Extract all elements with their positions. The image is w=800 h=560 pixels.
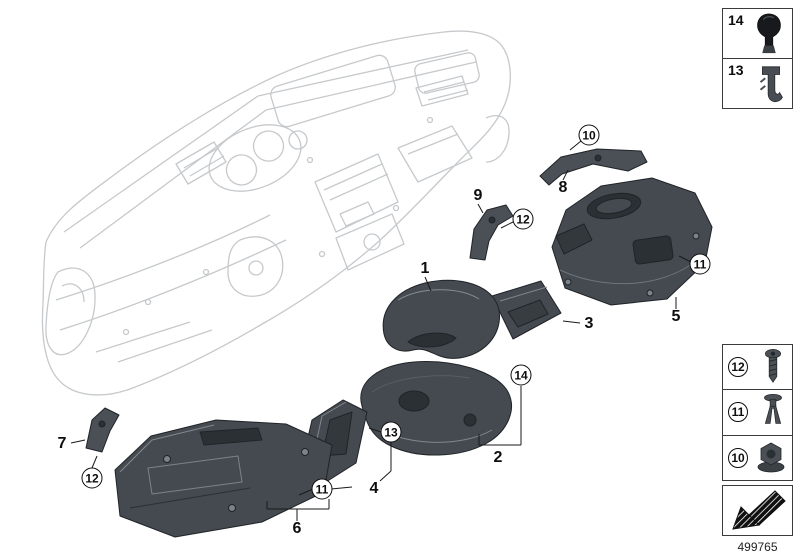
callout-14[interactable]: 14	[510, 364, 532, 386]
part-9-bracket[interactable]	[469, 204, 514, 261]
callout-5[interactable]: 5	[671, 308, 681, 325]
part-2-lower-column-shroud[interactable]	[360, 361, 512, 456]
part-3-trim-panel[interactable]	[491, 280, 562, 340]
callout-4[interactable]: 4	[369, 480, 379, 497]
part-5-glovebox-panel[interactable]	[551, 177, 713, 306]
dashboard-outline	[41, 30, 511, 396]
callout-3[interactable]: 3	[584, 315, 594, 332]
expanding-rivet-icon	[764, 394, 782, 425]
part-7-bracket[interactable]	[85, 407, 120, 453]
callout-12-b[interactable]: 12	[512, 208, 534, 230]
legend-item-14[interactable]: 14	[723, 9, 792, 58]
callout-8[interactable]: 8	[558, 179, 568, 196]
callout-13[interactable]: 13	[380, 421, 402, 443]
flange-nut-icon	[757, 442, 785, 473]
legend-label-12: 12	[728, 357, 748, 378]
legend-item-11[interactable]: 11	[723, 389, 792, 434]
legend-box-top: 14 13	[722, 8, 793, 109]
assembly-direction-arrow-icon	[731, 489, 786, 530]
legend-item-13[interactable]: 13	[723, 58, 792, 108]
part-6-driver-underpanel[interactable]	[114, 419, 333, 538]
screw-icon	[765, 349, 781, 384]
callout-11-b[interactable]: 11	[311, 478, 333, 500]
callout-12[interactable]: 12	[81, 467, 103, 489]
legend-label-14: 14	[728, 12, 744, 28]
legend-box-direction	[722, 485, 793, 536]
callout-2[interactable]: 2	[493, 449, 503, 466]
callout-10[interactable]: 10	[578, 124, 600, 146]
legend-box-fasteners: 12 11 10	[722, 344, 793, 481]
callout-1[interactable]: 1	[420, 260, 430, 277]
spring-clip-icon	[759, 65, 783, 102]
legend-label-11: 11	[728, 402, 748, 423]
callout-6[interactable]: 6	[292, 520, 302, 537]
gear-knob-icon	[757, 13, 781, 53]
legend-item-10[interactable]: 10	[723, 434, 792, 480]
legend-label-10: 10	[728, 447, 748, 468]
part-8-bracket[interactable]	[539, 148, 648, 186]
callout-9[interactable]: 9	[473, 187, 483, 204]
part-1-upper-column-shroud[interactable]	[382, 279, 501, 359]
legend-item-12[interactable]: 12	[723, 345, 792, 389]
legend-label-13: 13	[728, 62, 744, 78]
direction-symbol-cell	[723, 486, 792, 535]
callout-7[interactable]: 7	[57, 435, 67, 452]
leader-lines	[70, 140, 692, 521]
drawing-number: 499765	[737, 540, 778, 554]
callout-11[interactable]: 11	[689, 253, 711, 275]
